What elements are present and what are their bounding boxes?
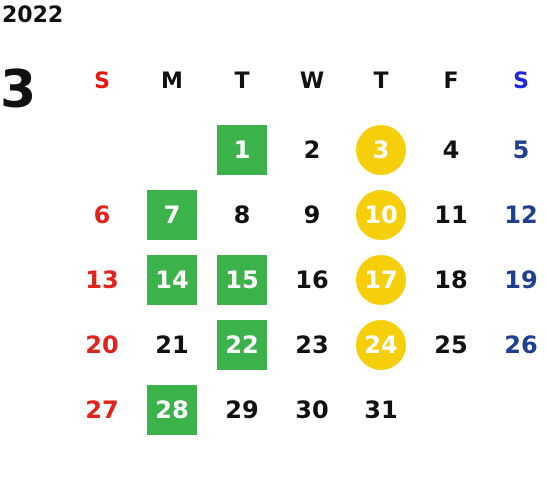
calendar-day[interactable]: 13 [85, 266, 119, 294]
weekday-header: S [94, 68, 110, 94]
calendar-day[interactable]: 11 [434, 201, 468, 229]
calendar-day[interactable]: 18 [434, 266, 468, 294]
calendar-day[interactable]: 29 [225, 396, 259, 424]
calendar-day[interactable]: 6 [93, 201, 111, 229]
year-label: 2022 [2, 3, 64, 28]
calendar-day[interactable]: 5 [512, 136, 530, 164]
calendar-day[interactable]: 28 [147, 385, 197, 435]
calendar-day[interactable]: 2 [303, 136, 321, 164]
weekday-header: S [513, 68, 529, 94]
calendar-day[interactable]: 17 [356, 255, 406, 305]
calendar-day[interactable]: 31 [364, 396, 398, 424]
calendar-day[interactable]: 9 [303, 201, 321, 229]
calendar-day[interactable]: 19 [504, 266, 538, 294]
weekday-header: T [234, 68, 250, 94]
weekday-header: W [299, 68, 325, 94]
calendar-day[interactable]: 22 [217, 320, 267, 370]
calendar-day[interactable]: 21 [155, 331, 189, 359]
weekday-header: T [373, 68, 389, 94]
calendar-day[interactable]: 8 [233, 201, 251, 229]
calendar-day[interactable]: 24 [356, 320, 406, 370]
calendar-day[interactable]: 23 [295, 331, 329, 359]
calendar-day[interactable]: 4 [442, 136, 460, 164]
calendar-day[interactable]: 20 [85, 331, 119, 359]
calendar-day[interactable]: 15 [217, 255, 267, 305]
calendar-day[interactable]: 16 [295, 266, 329, 294]
weekday-header: M [161, 68, 183, 94]
calendar-day[interactable]: 12 [504, 201, 538, 229]
calendar-day[interactable]: 3 [356, 125, 406, 175]
calendar-day[interactable]: 1 [217, 125, 267, 175]
calendar-day[interactable]: 26 [504, 331, 538, 359]
calendar-day[interactable]: 30 [295, 396, 329, 424]
calendar-day[interactable]: 10 [356, 190, 406, 240]
calendar-day[interactable]: 7 [147, 190, 197, 240]
calendar-day[interactable]: 27 [85, 396, 119, 424]
month-number: 3 [0, 60, 37, 120]
weekday-header: F [443, 68, 459, 94]
calendar-day[interactable]: 14 [147, 255, 197, 305]
calendar-day[interactable]: 25 [434, 331, 468, 359]
